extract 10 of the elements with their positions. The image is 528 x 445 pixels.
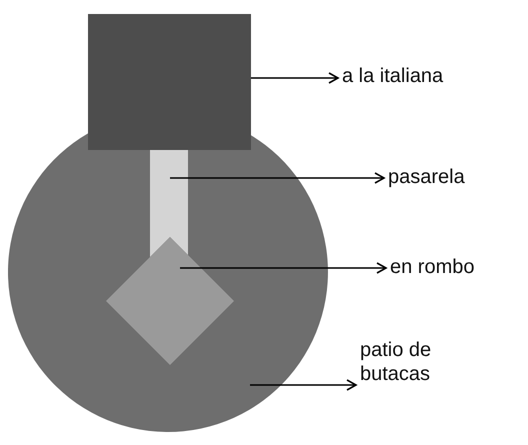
- leader-arrow: [180, 262, 387, 274]
- leader-arrow: [250, 379, 357, 391]
- leader-arrow: [170, 172, 385, 184]
- part-label: a la italiana: [342, 64, 512, 88]
- part-label: pasarela: [388, 165, 518, 189]
- diamond-shape: [106, 237, 234, 365]
- rectangle-shape: [88, 14, 251, 150]
- part-label: en rombo: [390, 255, 520, 279]
- part-label: patio de butacas: [360, 338, 460, 386]
- leader-arrow: [251, 72, 339, 84]
